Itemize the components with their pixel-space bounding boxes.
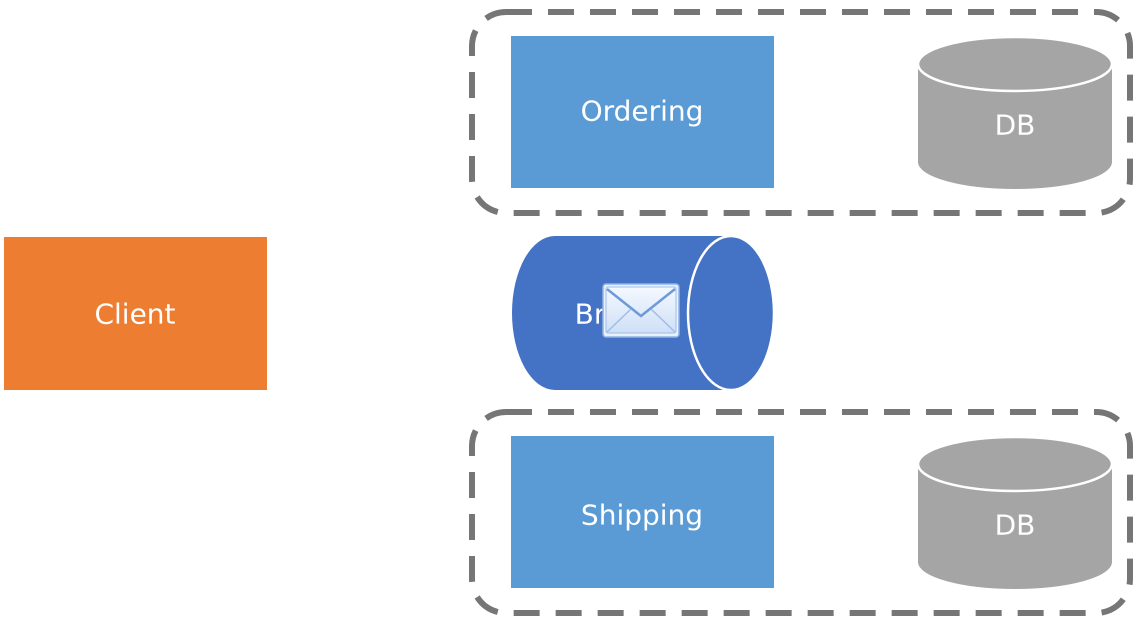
shipping-db: DB [916,435,1114,589]
shipping-db-label: DB [995,509,1036,542]
shipping-db-body [918,464,1112,589]
shipping-label: Shipping [581,499,703,532]
shipping-box [511,436,774,588]
envelope-icon [602,283,680,338]
client-box [4,237,267,390]
broker-label: Br [575,298,606,331]
shipping-db-top [916,435,1114,493]
ordering-db-body [918,64,1112,189]
ordering-box [511,36,774,188]
ordering-db: DB [916,35,1114,189]
broker-node: Br [512,234,776,392]
ordering-service-group: Ordering DB [469,9,1133,216]
client-node: Client [4,237,267,390]
broker-end-cap [686,234,776,392]
shipping-service-group: Shipping DB [469,409,1133,616]
ordering-boundary [469,9,1133,216]
ordering-db-top [916,35,1114,93]
shipping-boundary [469,409,1133,616]
ordering-db-label: DB [995,109,1036,142]
client-label: Client [94,298,175,331]
ordering-label: Ordering [581,95,704,128]
